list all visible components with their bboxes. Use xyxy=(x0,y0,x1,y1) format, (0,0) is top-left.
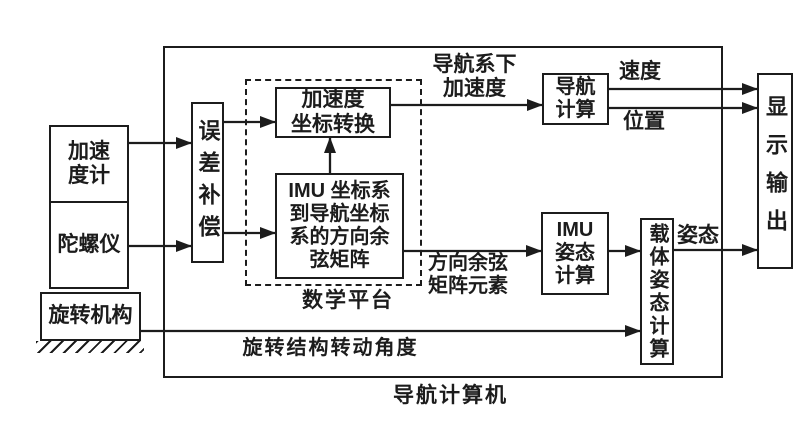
ground-hatch xyxy=(36,341,144,353)
math-platform-dashed-box xyxy=(245,79,422,286)
accelerometer-label: 加速 度计 xyxy=(68,139,110,187)
navigation-computer-frame xyxy=(163,46,723,378)
rotation-mechanism-label: 旋转机构 xyxy=(48,304,133,328)
carrier-attitude-computation-label: 载体姿态计算 xyxy=(646,222,668,361)
gyroscope-label: 陀螺仪 xyxy=(57,232,121,256)
imu-to-nav-dcm-label: IMU 坐标系 到导航坐标 系的方向余 弦矩阵 xyxy=(288,180,391,271)
accel-coord-transform-label: 加速度 坐标转换 xyxy=(291,88,375,136)
display-output-label: 显示输出 xyxy=(763,95,788,247)
imu-attitude-computation-box: IMU 姿态 计算 xyxy=(541,212,609,295)
sensor-divider xyxy=(51,201,127,203)
imu-to-nav-dcm-box: IMU 坐标系 到导航坐标 系的方向余 弦矩阵 xyxy=(275,173,404,279)
display-output-box: 显示输出 xyxy=(757,73,793,269)
sensor-stack: 加速 度计 陀螺仪 xyxy=(49,125,129,289)
velocity-signal-label: 速度 xyxy=(619,60,661,83)
dcm-elements-signal-label: 方向余弦 矩阵元素 xyxy=(428,252,508,297)
rotation-mechanism-box: 旋转机构 xyxy=(40,292,141,341)
math-platform-caption: 数学平台 xyxy=(302,289,394,312)
carrier-attitude-computation-box: 载体姿态计算 xyxy=(640,218,674,365)
position-signal-label: 位置 xyxy=(623,110,665,133)
accelerometer-box: 加速 度计 xyxy=(51,127,127,201)
error-compensation-box: 误差补偿 xyxy=(191,102,224,263)
nav-computation-label: 导航 计算 xyxy=(555,76,596,121)
rotation-angle-signal-label: 旋转结构转动角度 xyxy=(242,337,419,359)
nav-computation-box: 导航 计算 xyxy=(542,73,609,125)
gyroscope-box: 陀螺仪 xyxy=(51,203,127,287)
error-compensation-label: 误差补偿 xyxy=(195,118,221,247)
accel-coord-transform-box: 加速度 坐标转换 xyxy=(275,87,391,138)
attitude-signal-label: 姿态 xyxy=(677,224,719,247)
imu-attitude-computation-label: IMU 姿态 计算 xyxy=(555,219,595,287)
navigation-computer-caption: 导航计算机 xyxy=(393,384,508,407)
nav-frame-accel-signal-label: 导航系下 加速度 xyxy=(432,53,517,101)
